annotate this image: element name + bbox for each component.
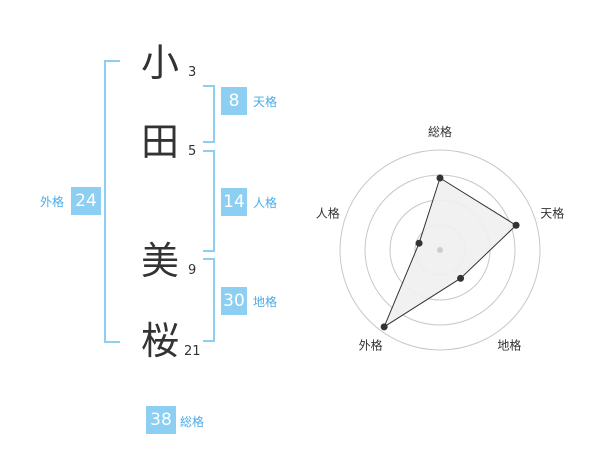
chikaku-bracket [203,258,215,342]
gaikaku-bracket [104,60,120,343]
jinkaku-label: 人格 [253,196,278,210]
radar-center-dot [437,247,443,253]
radar-point-2 [512,221,520,229]
stroke-count-4: 21 [184,344,201,359]
tenkaku-label: 天格 [253,95,278,109]
radar-point-3 [457,274,465,282]
name-char-1: 小 [140,41,179,85]
stroke-count-3: 9 [188,263,197,278]
name-char-3: 美 [140,239,179,283]
tenkaku-bracket [203,85,215,143]
radar-point-4 [380,323,388,331]
radar-points [380,174,520,331]
stroke-count-1: 3 [188,65,197,80]
radar-axis-label-3: 地格 [497,337,521,352]
jinkaku-value-badge: 14 [221,188,247,216]
stroke-count-2: 5 [188,144,197,159]
name-char-4: 桜 [140,319,179,363]
gaikaku-value-badge: 24 [71,187,101,215]
radar-axis-label-4: 外格 [359,337,383,352]
tenkaku-value-badge: 8 [221,87,247,115]
gaikaku-label: 外格 [40,195,65,209]
name-char-2: 田 [140,120,179,164]
chikaku-label: 地格 [253,295,278,309]
soukaku-label: 総格 [180,415,205,429]
soukaku-value-badge: 38 [146,406,176,434]
radar-point-5 [415,239,423,247]
radar-area [383,177,517,329]
radar-axis-label-1: 総格 [428,124,452,139]
radar-axis-label-5: 人格 [316,206,340,221]
jinkaku-bracket [203,150,215,252]
radar-ring [339,149,541,351]
chikaku-value-badge: 30 [221,287,247,315]
radar-axis-label-2: 天格 [540,206,564,221]
radar-point-1 [436,174,444,182]
